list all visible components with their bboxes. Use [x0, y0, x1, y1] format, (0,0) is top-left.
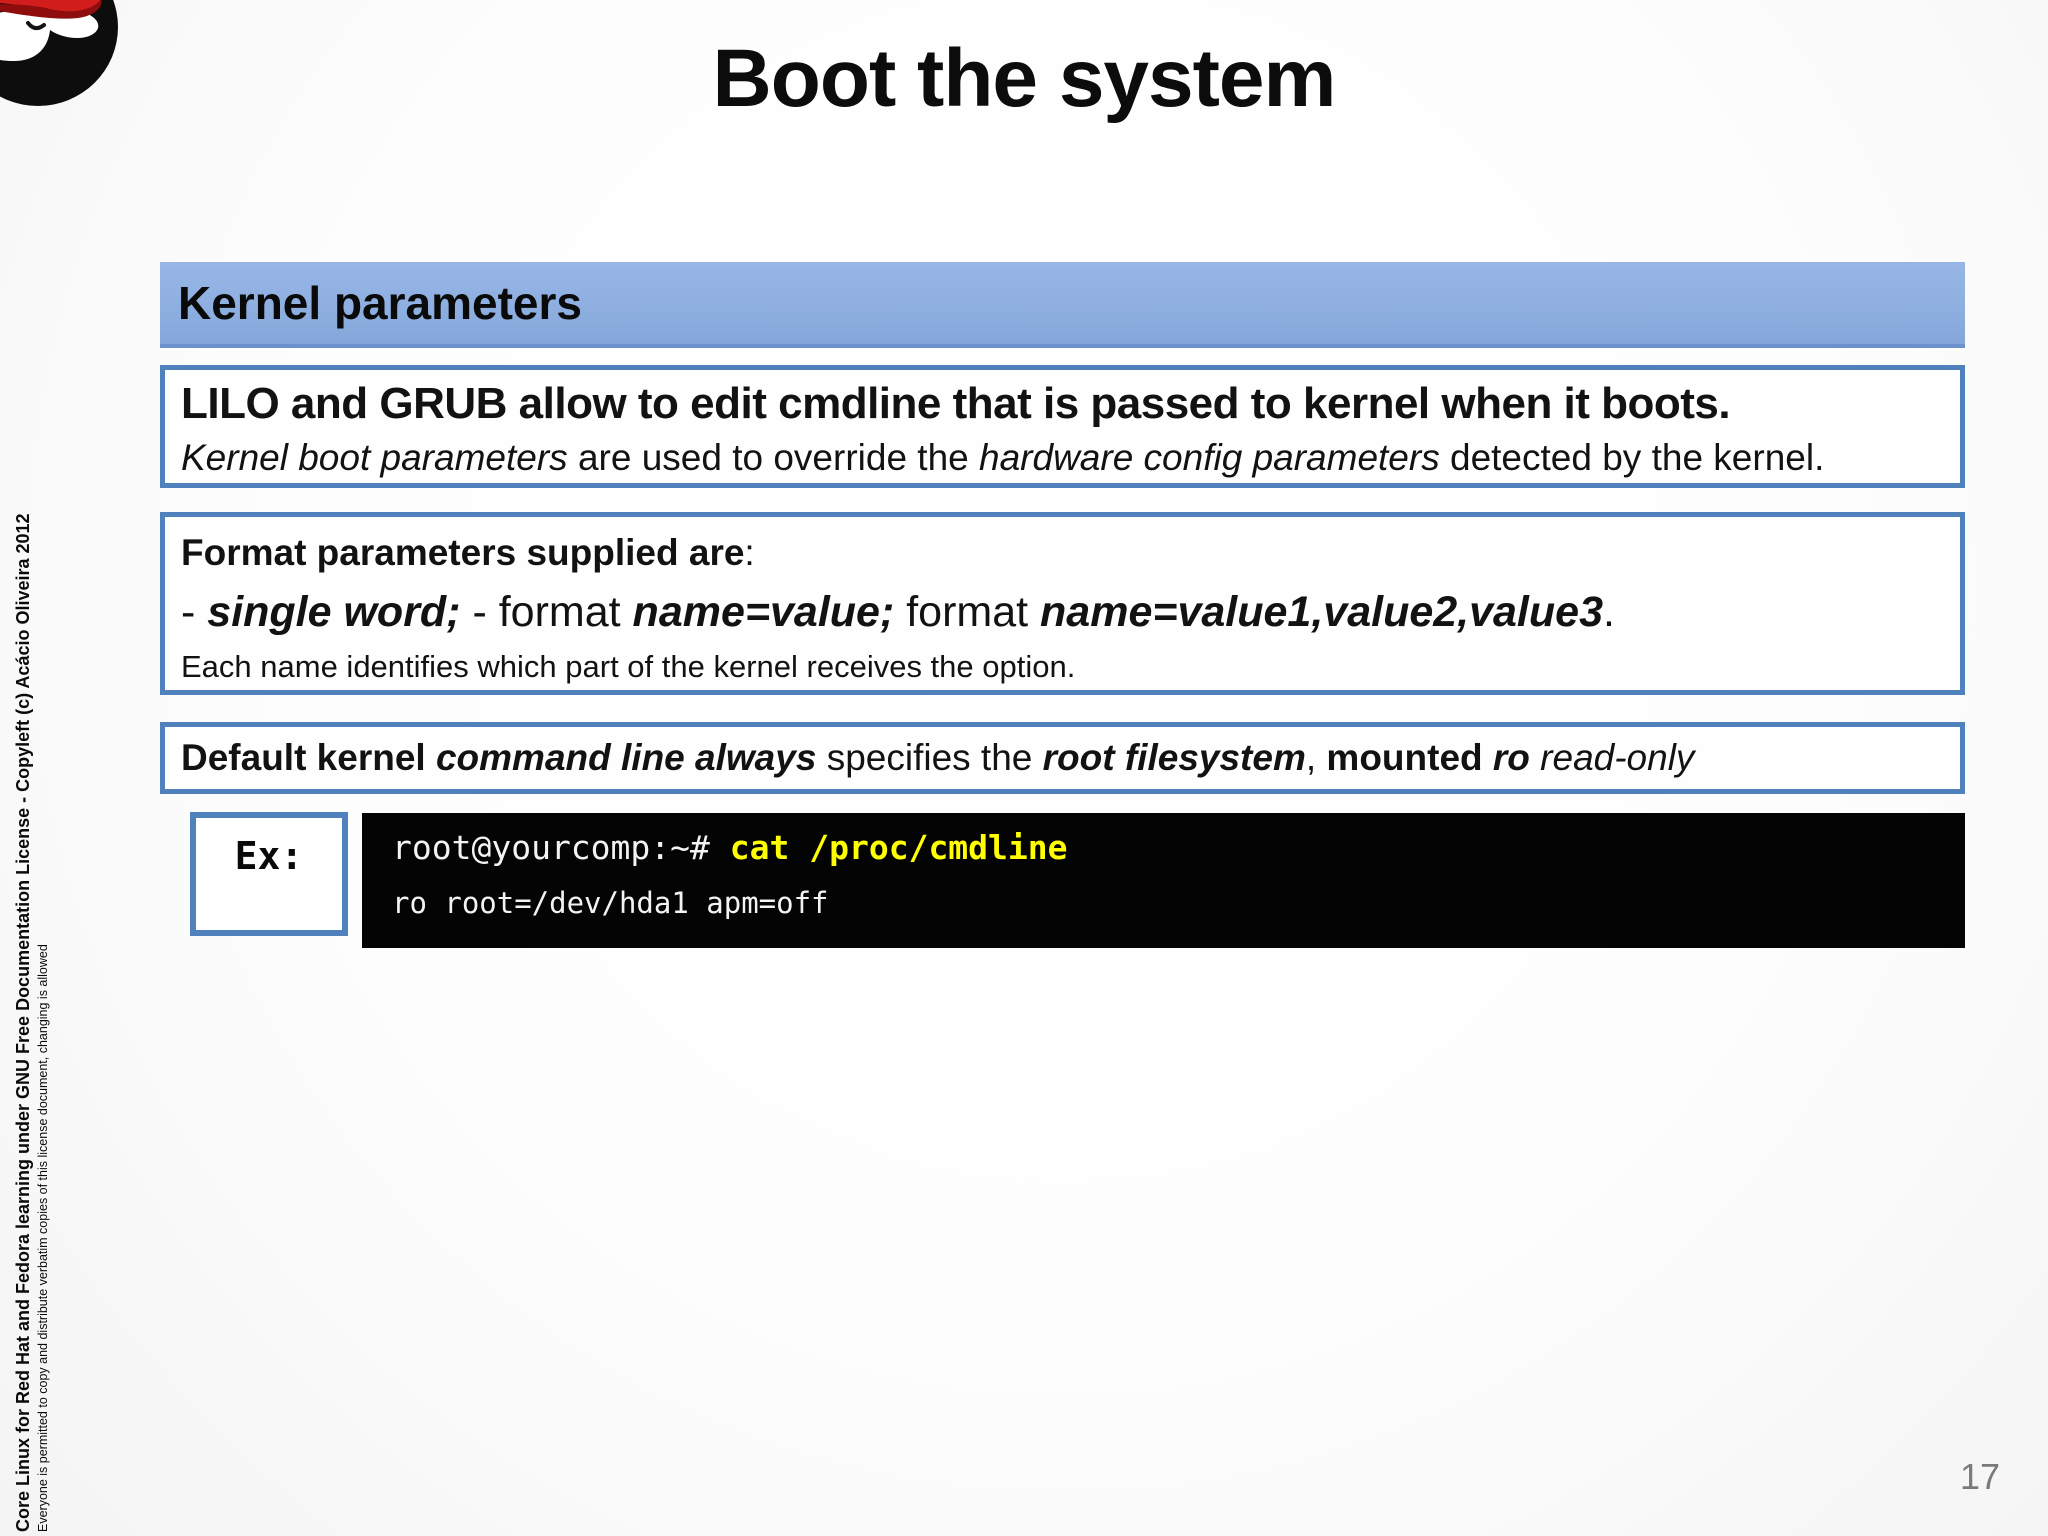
redhat-logo-icon	[0, 0, 124, 117]
terminal-prompt: root@yourcomp:~#	[392, 828, 730, 867]
info-box-format-parameters: Format parameters supplied are: - single…	[160, 512, 1965, 695]
license-subtitle: Everyone is permitted to copy and distri…	[36, 944, 50, 1532]
license-sidebar: Core Linux for Red Hat and Fedora learni…	[12, 492, 51, 1532]
info-box-text: Default kernel command line always speci…	[181, 737, 1695, 778]
section-header: Kernel parameters	[160, 262, 1965, 348]
info-box-text: - single word; - format name=value; form…	[181, 588, 1615, 636]
section-header-label: Kernel parameters	[178, 277, 582, 329]
info-box-heading: LILO and GRUB allow to edit cmdline that…	[181, 379, 1731, 428]
terminal-window: root@yourcomp:~# cat /proc/cmdline ro ro…	[362, 813, 1965, 948]
license-title: Core Linux for Red Hat and Fedora learni…	[13, 513, 33, 1532]
terminal-command-line: root@yourcomp:~# cat /proc/cmdline	[392, 827, 1965, 869]
info-box-text: Kernel boot parameters are used to overr…	[181, 437, 1825, 478]
info-box-text: Each name identifies which part of the k…	[181, 649, 1076, 684]
example-label-box: Ex:	[190, 812, 348, 936]
terminal-command: cat /proc/cmdline	[729, 828, 1068, 867]
info-box-heading: Format parameters supplied are:	[181, 532, 755, 573]
example-label: Ex:	[234, 834, 304, 878]
page-number: 17	[1959, 1456, 2001, 1497]
info-box-lilo-grub: LILO and GRUB allow to edit cmdline that…	[160, 365, 1965, 488]
page-title: Boot the system	[712, 33, 1337, 124]
info-box-default-cmdline: Default kernel command line always speci…	[160, 722, 1965, 794]
terminal-output: ro root=/dev/hda1 apm=off	[392, 886, 829, 920]
